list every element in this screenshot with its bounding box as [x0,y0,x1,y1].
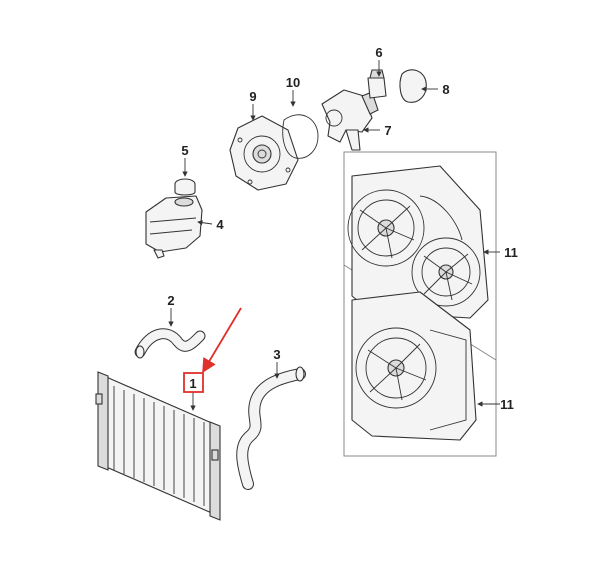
leader-lines [168,60,500,411]
callout-9: 9 [249,89,256,104]
highlight-box [183,372,204,393]
thermostat-housing [321,89,379,151]
callout-2: 2 [167,293,174,308]
callout-6: 6 [375,45,382,60]
highlight-arrow [202,307,242,374]
callout-3: 3 [273,347,280,362]
reservoir-cap [174,178,196,196]
lower-radiator-hose [236,366,306,490]
upper-fan-shroud [347,165,489,319]
callout-5: 5 [181,143,188,158]
callout-4: 4 [216,217,224,232]
water-pump [229,115,299,191]
radiator [95,371,221,521]
callout-labels: 1 2 3 4 5 6 7 8 9 10 11 11 [167,45,517,412]
lower-fan-shroud [351,291,477,441]
highlight-annotation [183,307,242,393]
callout-8: 8 [442,82,449,97]
callout-10: 10 [286,75,300,90]
thermostat-cover [399,69,427,103]
upper-radiator-hose [134,328,206,359]
temperature-sensor [367,69,387,99]
callout-1: 1 [189,376,196,391]
thermostat-gasket [282,114,319,159]
callout-11-lower: 11 [500,397,514,412]
callout-11-upper: 11 [504,245,518,260]
callout-7: 7 [384,123,391,138]
coolant-reservoir [145,195,203,259]
